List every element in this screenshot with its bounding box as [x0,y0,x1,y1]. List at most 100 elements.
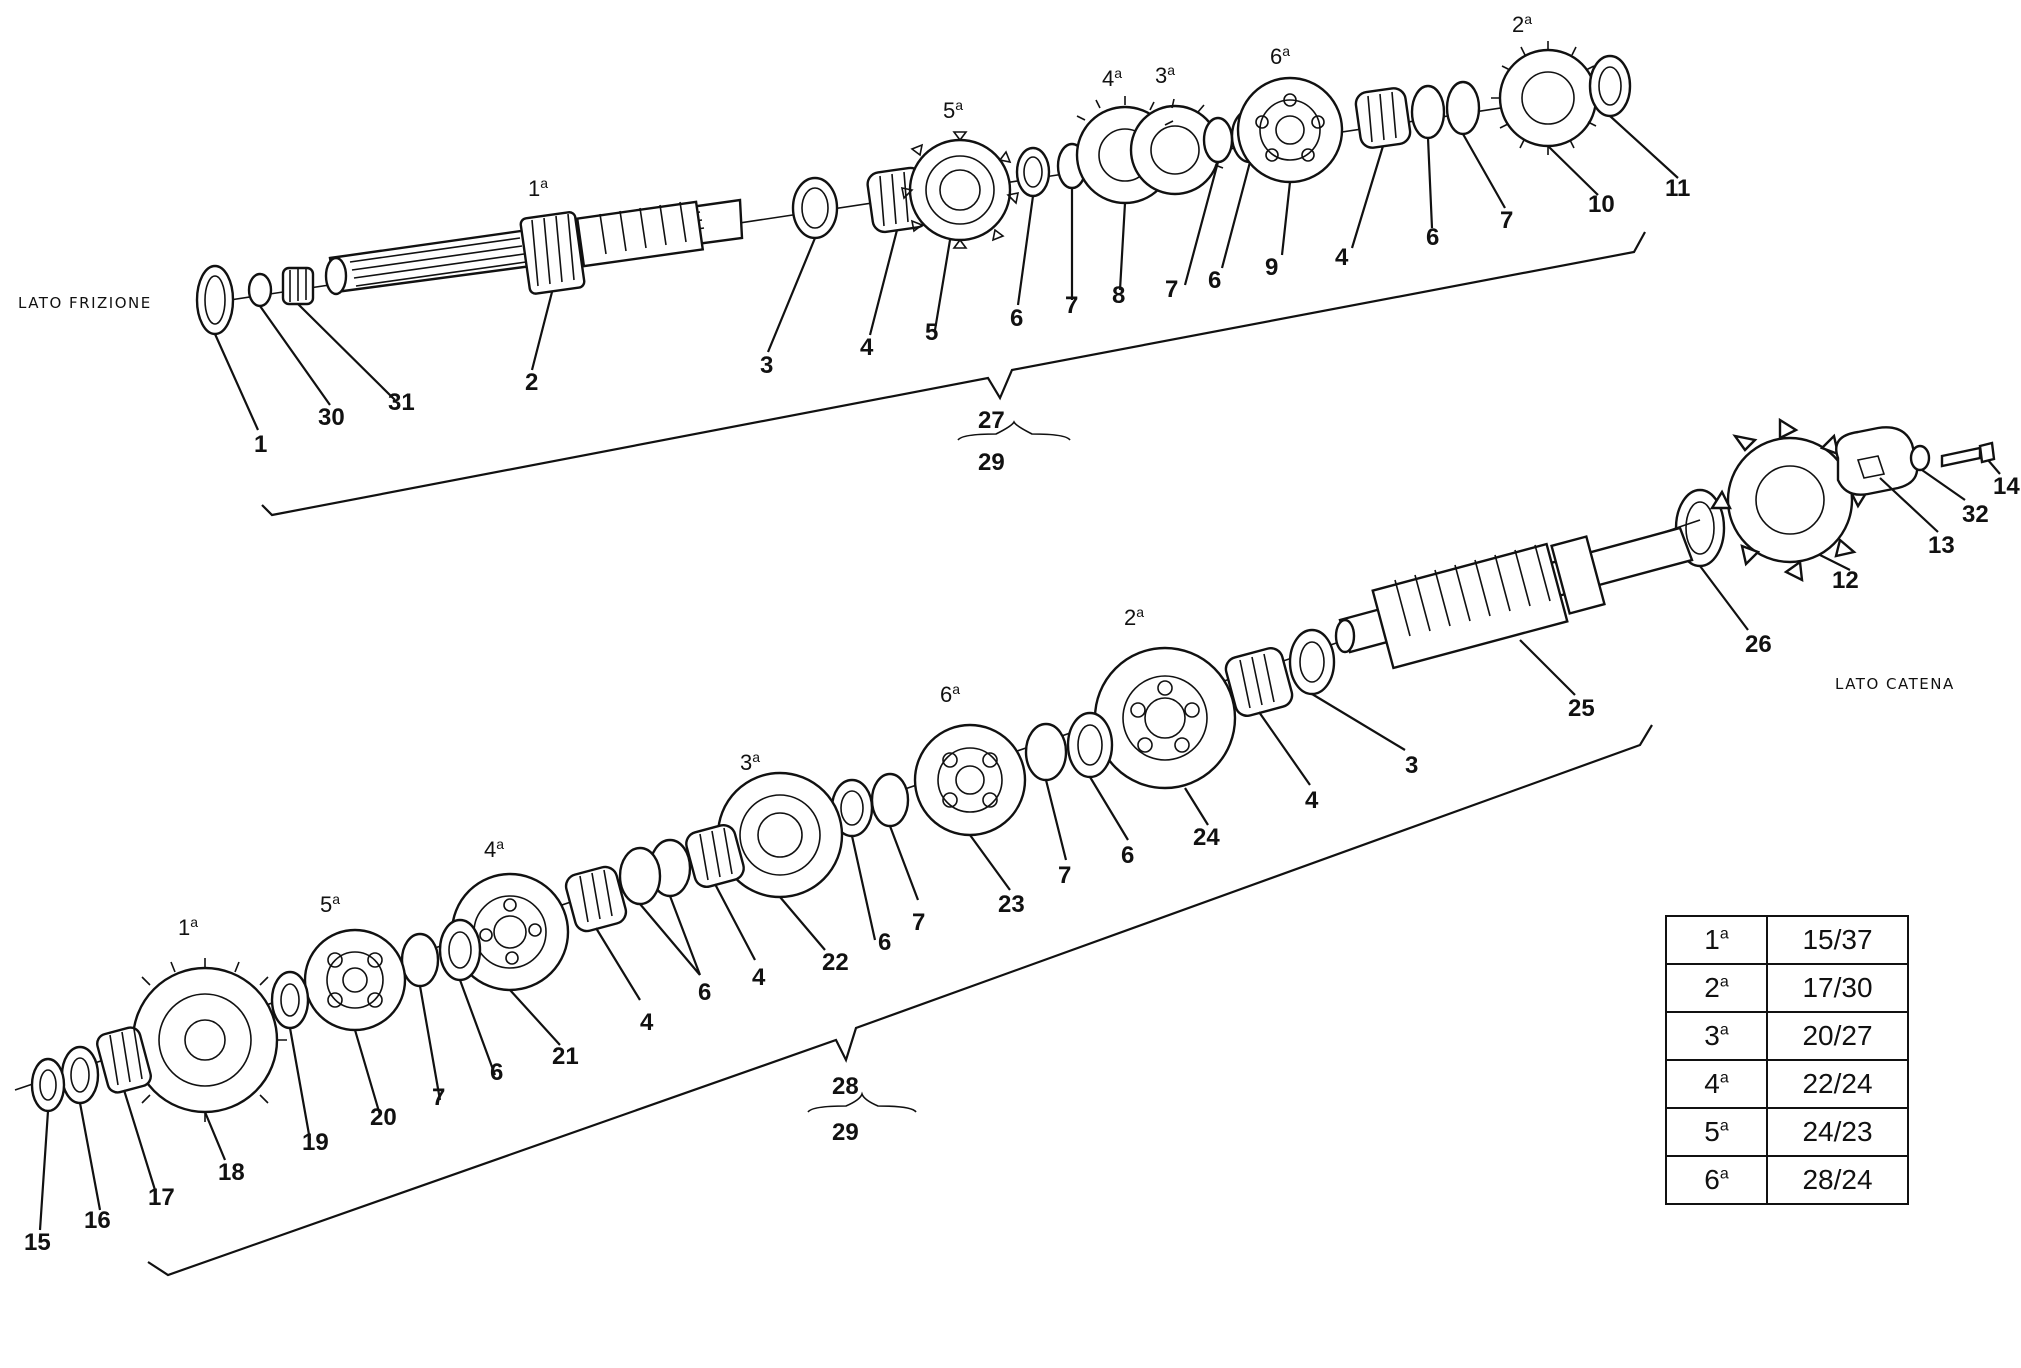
lower-callouts: 25 3 4 24 6 7 23 7 6 22 4 6 4 21 6 7 20 … [24,695,1595,1256]
callout-8: 8 [1112,282,1125,309]
callout-6c: 6 [1426,224,1439,251]
needle-bearing-4-c [1224,647,1294,717]
callout-28: 28 [832,1073,859,1100]
ratio-cell: 20/27 [1766,1011,1909,1061]
needle-bearing-4-b [1354,87,1412,149]
gear-label-upper-2: 2a [1512,11,1532,37]
callout-13: 13 [1928,532,1955,559]
ratio-cell: 15/37 [1766,915,1909,965]
circlip-6-d [1066,711,1114,779]
sprocket-callouts: 26 12 13 32 14 [1745,473,2020,658]
table-row: 5a 24/23 [1665,1107,1909,1157]
gear-2nd-lower [1093,646,1237,790]
callout-6: 6 [1010,305,1023,332]
ratio-cell: 17/30 [1766,963,1909,1013]
gear-cell: 4a [1665,1059,1768,1109]
lower-shaft-assembly [14,519,1701,1277]
callout-14: 14 [1993,473,2020,500]
table-row: 1a 15/37 [1665,915,1909,965]
gear-cell: 3a [1665,1011,1768,1061]
callout-4e: 4 [640,1009,654,1036]
callout-6d: 6 [1121,842,1134,869]
ratio-cell: 28/24 [1766,1155,1909,1205]
callout-21: 21 [552,1043,579,1070]
upper-shaft-assembly [195,41,1679,517]
circlip-6-a [1015,146,1051,198]
gear-1st-primary [519,211,586,295]
gear-cell: 6a [1665,1155,1768,1205]
circlip-6-g [618,846,662,906]
callout-7f: 7 [432,1084,445,1111]
callout-7: 7 [1065,292,1078,319]
gear-ratio-table: 1a 15/37 2a 17/30 3a 20/27 4a 22/24 5a 2… [1665,915,1909,1205]
washer-11 [1588,54,1632,118]
gear-6th-lower [913,723,1027,837]
callout-24: 24 [1193,824,1220,851]
callout-6g: 6 [490,1059,503,1086]
callout-12: 12 [1832,567,1859,594]
gear-cell: 5a [1665,1107,1768,1157]
gear-2nd-upper [1491,41,1605,155]
washer-7-c [1445,80,1481,136]
callout-19: 19 [302,1129,329,1156]
callout-16: 16 [84,1207,111,1234]
ratio-cell: 22/24 [1766,1059,1909,1109]
callout-5: 5 [925,319,938,346]
callout-32: 32 [1962,501,1989,528]
circlip-6-h [438,918,482,982]
gear-label-lower-2: 2a [1124,604,1144,630]
gear-label-lower-6: 6a [940,681,960,707]
washer-7-f [400,932,440,988]
callout-25: 25 [1568,695,1595,722]
callout-29-upper: 29 [978,449,1005,476]
gear-5th-lower [303,928,407,1032]
callout-9: 9 [1265,254,1278,281]
bush-30 [247,272,273,308]
circlip-6-c [1410,84,1446,140]
sprocket-assembly [1674,417,2001,631]
gear-label-lower-5: 5a [320,891,340,917]
callout-7c: 7 [1500,207,1513,234]
callout-4: 4 [860,334,874,361]
upper-callouts: 1 30 31 2 3 4 5 6 7 8 7 6 9 4 6 7 10 11 … [254,175,1690,476]
washer-7-d [1024,722,1068,782]
callout-1: 1 [254,431,267,458]
gear-label-upper-4: 4a [1102,65,1122,91]
callout-4d: 4 [752,964,766,991]
callout-4c: 4 [1305,787,1319,814]
callout-10: 10 [1588,191,1615,218]
callout-26: 26 [1745,631,1772,658]
callout-30: 30 [318,404,345,431]
gear-cell: 2a [1665,963,1768,1013]
gear-cell: 1a [1665,915,1768,965]
callout-6b: 6 [1208,267,1221,294]
gear-label-lower-4: 4a [484,836,504,862]
callout-7d: 7 [1058,862,1071,889]
callout-7e: 7 [912,909,925,936]
callout-22: 22 [822,949,849,976]
washer-7-b [1202,116,1234,164]
washer-15 [30,1057,66,1113]
callout-2: 2 [525,369,538,396]
callout-3: 3 [760,352,773,379]
washer-3-lower [1288,628,1336,696]
callout-4b: 4 [1335,244,1349,271]
callout-23: 23 [998,891,1025,918]
callout-20: 20 [370,1104,397,1131]
gear-label-upper-6: 6a [1270,43,1290,69]
callout-3b: 3 [1405,752,1418,779]
callout-31: 31 [388,389,415,416]
bolt-14 [1940,441,1996,468]
gear-label-lower-1: 1a [178,914,198,940]
washer-7-e [870,772,910,828]
table-row: 6a 28/24 [1665,1155,1909,1205]
gear-position-labels: 1a 5a 4a 3a 6a 2a 2a 6a 3a 4a 5a 1a [178,11,1532,940]
gear-label-upper-3: 3a [1155,62,1175,88]
chain-side-label: LATO CATENA [1835,675,1955,693]
callout-6f: 6 [698,979,711,1006]
washer-3-upper [791,176,839,240]
gear-6th-upper [1236,76,1344,184]
side-labels: LATO FRIZIONE LATO CATENA [18,294,1955,693]
washer-32 [1909,444,1931,472]
